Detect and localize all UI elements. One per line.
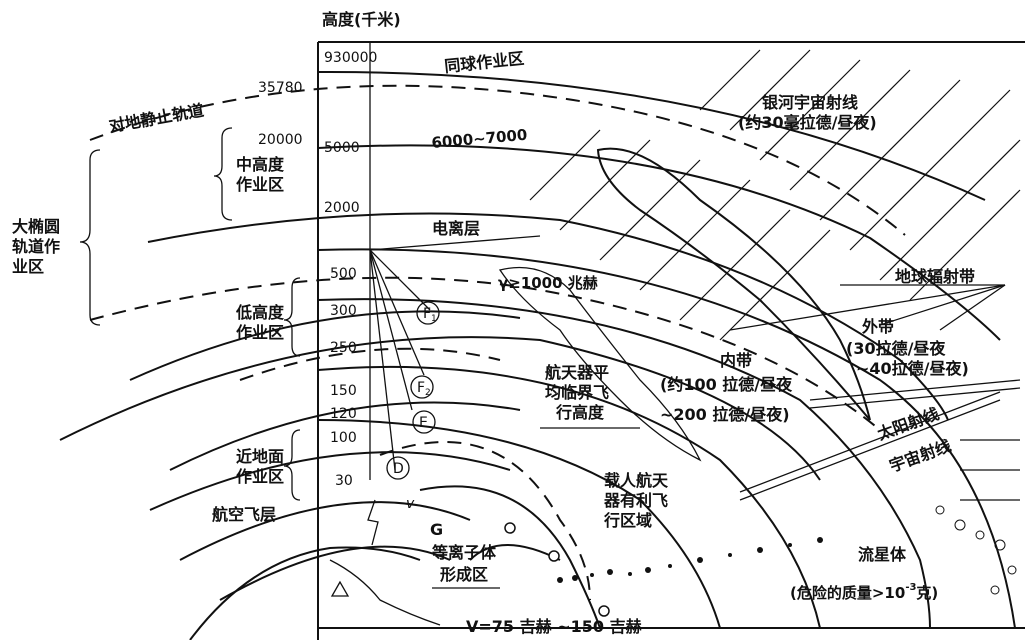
solar-rays-label: 太阳射线 <box>874 404 942 444</box>
frequency-label: V=75 吉赫 ~150 吉赫 <box>466 617 642 636</box>
layer-f2-label: F <box>417 380 425 396</box>
geosync-zone-label: 同球作业区 <box>443 49 525 76</box>
critical-height-label-1: 航天器平 <box>545 363 609 382</box>
plasma-label-1: 等离子体 <box>431 543 497 562</box>
earth-surface <box>189 546 421 640</box>
tick-35780: 35780 <box>258 80 303 96</box>
layer-e-marker <box>412 410 436 434</box>
layer-f1-marker <box>416 301 440 325</box>
large-ellipse-brace <box>79 149 101 326</box>
layer-f2-sub: 2 <box>425 388 431 398</box>
near-surface-label-1: 近地面 <box>236 447 284 466</box>
large-ellipse-label-2: 轨道作 <box>12 237 60 256</box>
tick-2000: 2000 <box>324 200 360 216</box>
tick-30: 30 <box>335 473 353 489</box>
tick-20000: 20000 <box>258 132 303 148</box>
layer-f2-marker <box>410 375 434 399</box>
tick-500: 500 <box>330 266 357 282</box>
velocity-label: v <box>406 496 415 512</box>
outer-belt-label-3: ~40拉德/昼夜) <box>856 359 969 378</box>
mid-altitude-label-2: 作业区 <box>236 175 284 194</box>
inner-belt-label-2: (约100 拉德/昼夜 <box>660 375 793 394</box>
plasma-label-2: 形成区 <box>440 565 488 584</box>
near-surface-label-2: 作业区 <box>236 467 284 486</box>
tick-5000: 5000 <box>324 140 360 156</box>
low-altitude-label-1: 低高度 <box>235 303 285 322</box>
critical-height-label-3: 行高度 <box>555 403 605 422</box>
meteoroid-mass-label: (危险的质量>10-3克) <box>790 582 938 602</box>
ionosphere-label: 电离层 <box>432 219 480 238</box>
near-surface-brace <box>283 429 301 501</box>
large-ellipse-label-3: 业区 <box>12 257 44 276</box>
layer-d-label: D <box>393 461 404 477</box>
tick-150: 150 <box>330 383 357 399</box>
spacecraft-orbit <box>504 522 610 617</box>
altitude-tick-labels: 930000 35780 20000 5000 2000 500 300 250… <box>258 50 377 489</box>
tick-300: 300 <box>330 303 357 319</box>
meteoroid-label: 流星体 <box>858 545 907 564</box>
tick-250: 250 <box>330 340 357 356</box>
g-label: G <box>430 520 443 539</box>
earth-continent <box>329 559 441 626</box>
ionosphere-lines <box>369 235 541 471</box>
altitude-arcs <box>59 70 1016 629</box>
cosmic-rays-label: 宇宙射线 <box>887 436 954 476</box>
tick-100: 100 <box>330 430 357 446</box>
tick-120: 120 <box>330 406 357 422</box>
inner-belt-label-3: ~200 拉德/昼夜) <box>660 405 790 424</box>
low-altitude-label-2: 作业区 <box>236 323 284 342</box>
antenna-icon <box>330 580 350 597</box>
galactic-rays-label-1: 银河宇宙射线 <box>762 93 858 112</box>
outer-belt-outline <box>596 147 871 421</box>
galactic-ray-lines <box>529 49 1021 341</box>
ionosphere-layers: F 1 F 2 E D <box>386 301 440 480</box>
meteoroid-dots <box>557 505 1017 595</box>
geostationary-orbit-label: 对地静止轨道 <box>107 101 205 136</box>
layer-f1-label: F <box>423 306 431 322</box>
low-altitude-brace <box>283 277 301 357</box>
earth-radiation-belt-label: 地球辐射带 <box>895 267 975 286</box>
manned-zone-label-2: 器有利飞 <box>603 491 668 510</box>
large-ellipse-label-1: 大椭圆 <box>12 217 60 236</box>
mid-altitude-brace <box>213 127 233 221</box>
radiation-leaders <box>729 284 1006 331</box>
axis-title: 高度(千米) <box>322 10 401 29</box>
layer-e-label: E <box>419 415 428 431</box>
outer-belt-label-1: 外带 <box>861 317 894 336</box>
inner-belt-label-1: 内带 <box>720 351 752 370</box>
gamma-label: γ≥1000 兆赫 <box>498 274 598 292</box>
mid-altitude-label-1: 中高度 <box>236 155 285 174</box>
outer-belt-label-2: (30拉德/昼夜 <box>846 339 946 358</box>
inner-belt-outline <box>498 266 702 462</box>
signal-zigzag <box>367 499 379 546</box>
manned-zone-label-1: 载人航天 <box>604 471 669 490</box>
tick-930000: 930000 <box>324 50 377 66</box>
aviation-layer-label: 航空飞层 <box>212 505 276 524</box>
layer-f1-sub: 1 <box>431 314 437 324</box>
manned-zone-label-3: 行区域 <box>603 511 652 530</box>
solar-ray-arrows <box>739 379 1021 501</box>
critical-height-label-2: 均临界飞 <box>545 383 609 402</box>
layer-d-marker <box>386 456 410 480</box>
galactic-rays-label-2: (约30毫拉德/昼夜) <box>738 113 877 132</box>
